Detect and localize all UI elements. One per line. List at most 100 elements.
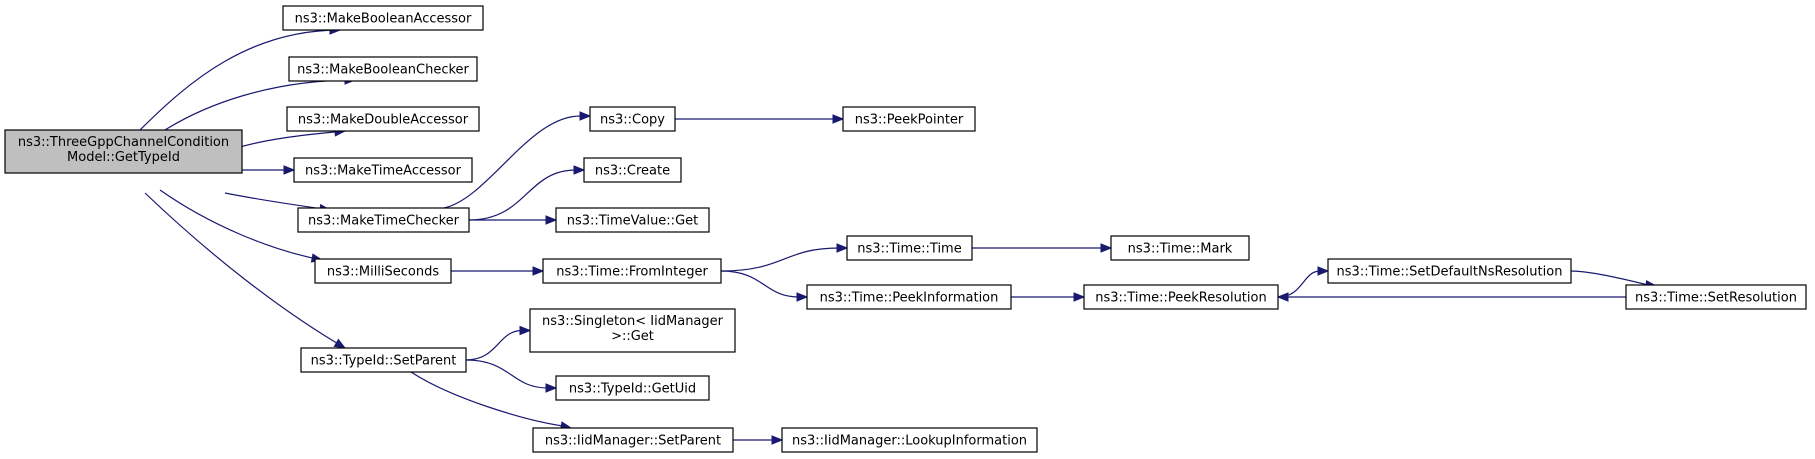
node-box — [846, 235, 973, 261]
node-time-mark[interactable]: ns3::Time::Mark — [1110, 235, 1250, 261]
arrowhead-typeid_set_parent-to-typeid_get_uid — [545, 383, 558, 393]
node-label: ns3::PeekPointer — [855, 113, 964, 128]
node-box — [1083, 284, 1279, 310]
node-box — [314, 258, 452, 284]
node-label: ns3::MakeBooleanAccessor — [295, 12, 472, 27]
node-label: ns3::TimeValue::Get — [567, 214, 699, 229]
graph-edges — [139, 25, 1658, 445]
node-typeid-get-uid[interactable]: ns3::TypeId::GetUid — [555, 375, 710, 401]
arrowhead-copy-to-peek_pointer — [832, 114, 845, 124]
node-make-time-accessor[interactable]: ns3::MakeTimeAccessor — [293, 157, 473, 183]
node-box — [806, 284, 1012, 310]
node-label: ns3::Time::FromInteger — [556, 265, 708, 280]
arrowhead-root-to-typeid_set_parent — [333, 338, 347, 349]
node-label: ns3::Time::SetDefaultNsResolution — [1337, 265, 1563, 280]
node-make-boolean-accessor[interactable]: ns3::MakeBooleanAccessor — [282, 5, 484, 31]
edge-typeid_set_parent-to-typeid_get_uid — [465, 359, 549, 389]
edge-time_from_integer-to-time_peek_information — [720, 270, 800, 298]
edge-time_peek_resolution-to-time_set_default_ns_resolution — [1277, 270, 1321, 298]
node-box — [4, 129, 243, 174]
edge-root-to-make_double_accessor — [229, 130, 346, 151]
arrowhead-time_from_integer-to-time_time — [836, 243, 849, 253]
node-time-set-default-ns-resolution[interactable]: ns3::Time::SetDefaultNsResolution — [1327, 258, 1572, 284]
node-box — [583, 157, 682, 183]
arrowhead-time_time-to-time_mark — [1100, 243, 1113, 253]
node-box — [555, 207, 710, 233]
node-label: ns3::Time::PeekResolution — [1095, 291, 1266, 306]
node-singleton-get[interactable]: ns3::Singleton< IidManager>::Get — [529, 308, 736, 353]
node-box — [589, 106, 676, 132]
node-create[interactable]: ns3::Create — [583, 157, 682, 183]
edge-typeid_set_parent-to-singleton_get — [465, 329, 523, 361]
node-time-peek-resolution[interactable]: ns3::Time::PeekResolution — [1083, 284, 1279, 310]
node-make-time-checker[interactable]: ns3::MakeTimeChecker — [297, 207, 470, 233]
edge-make_time_checker-to-copy — [443, 115, 583, 209]
node-box — [781, 427, 1038, 453]
arrowhead-typeid_set_parent-to-singleton_get — [519, 325, 532, 336]
node-label: ns3::MilliSeconds — [327, 265, 440, 280]
node-label: Model::GetTypeId — [67, 150, 180, 165]
node-time-set-resolution[interactable]: ns3::Time::SetResolution — [1625, 284, 1807, 310]
arrowhead-root-to-make_time_accessor — [283, 165, 296, 175]
node-label: ns3::TypeId::GetUid — [569, 382, 696, 397]
node-typeid-set-parent[interactable]: ns3::TypeId::SetParent — [300, 347, 467, 373]
node-label: ns3::Time::Time — [857, 242, 961, 257]
node-box — [297, 207, 470, 233]
node-box — [288, 56, 478, 82]
arrowhead-time_peek_resolution-to-time_set_default_ns_resolution — [1317, 266, 1330, 276]
node-box — [529, 308, 736, 353]
arrowhead-iidmanager_set_parent-to-iidmanager_lookup_information — [771, 435, 784, 445]
node-label: ns3::Time::Mark — [1128, 242, 1233, 257]
node-box — [555, 375, 710, 401]
node-time-peek-information[interactable]: ns3::Time::PeekInformation — [806, 284, 1012, 310]
node-box — [1110, 235, 1250, 261]
node-label: ns3::TypeId::SetParent — [311, 354, 457, 369]
arrowhead-make_time_checker-to-create — [573, 165, 586, 175]
node-box — [532, 427, 734, 453]
edge-typeid_set_parent-to-iidmanager_set_parent — [410, 371, 564, 427]
edge-root-to-milli_seconds — [159, 189, 323, 261]
arrowhead-milli_seconds-to-time_from_integer — [532, 266, 545, 276]
edge-root-to-make_boolean_accessor — [139, 29, 341, 131]
node-make-double-accessor[interactable]: ns3::MakeDoubleAccessor — [286, 106, 480, 132]
node-box — [293, 157, 473, 183]
node-iidmanager-lookup-information[interactable]: ns3::IidManager::LookupInformation — [781, 427, 1038, 453]
node-label: ns3::IidManager::LookupInformation — [792, 434, 1027, 449]
node-label: ns3::MakeDoubleAccessor — [298, 113, 469, 128]
node-label: ns3::Create — [595, 164, 670, 179]
node-box — [286, 106, 480, 132]
graph-nodes: ns3::ThreeGppChannelConditionModel::GetT… — [4, 5, 1807, 453]
node-label: ns3::Time::SetResolution — [1635, 291, 1797, 306]
node-root[interactable]: ns3::ThreeGppChannelConditionModel::GetT… — [4, 129, 243, 174]
node-make-boolean-checker[interactable]: ns3::MakeBooleanChecker — [288, 56, 478, 82]
edge-time_set_default_ns_resolution-to-time_set_resolution — [1570, 270, 1649, 286]
node-label: ns3::ThreeGppChannelCondition — [18, 135, 229, 150]
node-iidmanager-set-parent[interactable]: ns3::IidManager::SetParent — [532, 427, 734, 453]
node-time-from-integer[interactable]: ns3::Time::FromInteger — [542, 258, 722, 284]
edge-time_from_integer-to-time_time — [720, 247, 840, 272]
node-peek-pointer[interactable]: ns3::PeekPointer — [842, 106, 976, 132]
node-time-time[interactable]: ns3::Time::Time — [846, 235, 973, 261]
node-copy[interactable]: ns3::Copy — [589, 106, 676, 132]
arrowhead-make_time_checker-to-copy — [579, 111, 592, 121]
node-box — [542, 258, 722, 284]
node-label: ns3::IidManager::SetParent — [545, 434, 721, 449]
arrowhead-time_from_integer-to-time_peek_information — [796, 292, 809, 302]
node-label: >::Get — [611, 329, 654, 344]
arrowhead-time_set_resolution-to-time_peek_resolution — [1276, 292, 1289, 302]
arrowhead-make_time_checker-to-timevalue_get — [545, 215, 558, 225]
node-label: ns3::MakeTimeAccessor — [305, 164, 462, 179]
node-label: ns3::Singleton< IidManager — [542, 314, 724, 329]
node-label: ns3::MakeTimeChecker — [308, 214, 460, 229]
node-box — [300, 347, 467, 373]
node-label: ns3::Time::PeekInformation — [820, 291, 999, 306]
node-milli-seconds[interactable]: ns3::MilliSeconds — [314, 258, 452, 284]
node-box — [1625, 284, 1807, 310]
node-label: ns3::Copy — [600, 113, 665, 128]
node-box — [282, 5, 484, 31]
edge-make_time_checker-to-create — [468, 169, 577, 221]
node-timevalue-get[interactable]: ns3::TimeValue::Get — [555, 207, 710, 233]
arrowhead-time_peek_information-to-time_peek_resolution — [1073, 292, 1086, 302]
edge-root-to-typeid_set_parent — [144, 192, 346, 349]
